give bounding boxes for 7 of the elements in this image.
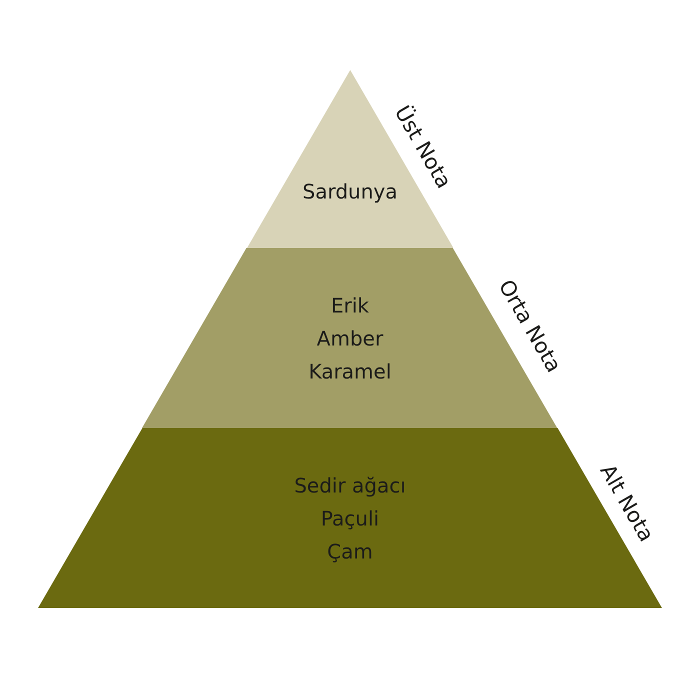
note-text: Sedir ağacı	[294, 472, 406, 500]
note-text: Erik	[330, 292, 369, 320]
note-text: Amber	[316, 326, 384, 352]
note-text: Paçuli	[320, 506, 380, 532]
note-text: Karamel	[308, 358, 392, 386]
note-text: Sardunya	[302, 178, 398, 206]
note-text: Çam	[327, 538, 373, 566]
